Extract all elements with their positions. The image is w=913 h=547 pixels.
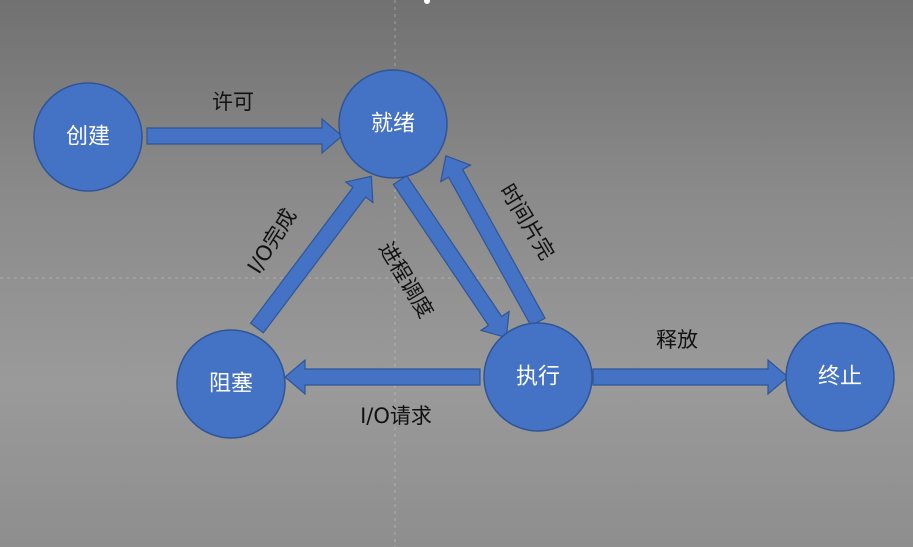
node-create [33, 82, 143, 192]
node-running [483, 322, 593, 432]
node-blocked [176, 329, 286, 439]
arrow-blocked-to-ready [249, 175, 374, 334]
node-ready-label: 就绪 [371, 112, 415, 137]
arrow-ready-to-running [392, 174, 510, 339]
node-blocked-label: 阻塞 [209, 372, 253, 397]
node-running-label: 执行 [516, 365, 560, 390]
arrow-running-to-blocked [284, 358, 481, 396]
arrow-running-to-terminated [592, 358, 789, 396]
node-create-label: 创建 [66, 125, 110, 150]
edge-label-release: 释放 [656, 328, 698, 352]
node-ready [338, 69, 448, 179]
top-marker-dot [424, 0, 430, 4]
edge-label-process-scheduling: 进程调度 [374, 238, 438, 322]
node-terminated-label: 终止 [818, 365, 862, 390]
edge-label-io-request: I/O请求 [360, 404, 432, 428]
arrow-create-to-ready [146, 117, 343, 155]
arrow-running-to-ready [439, 155, 546, 327]
edge-label-permit: 许可 [212, 90, 254, 114]
node-terminated [785, 322, 895, 432]
